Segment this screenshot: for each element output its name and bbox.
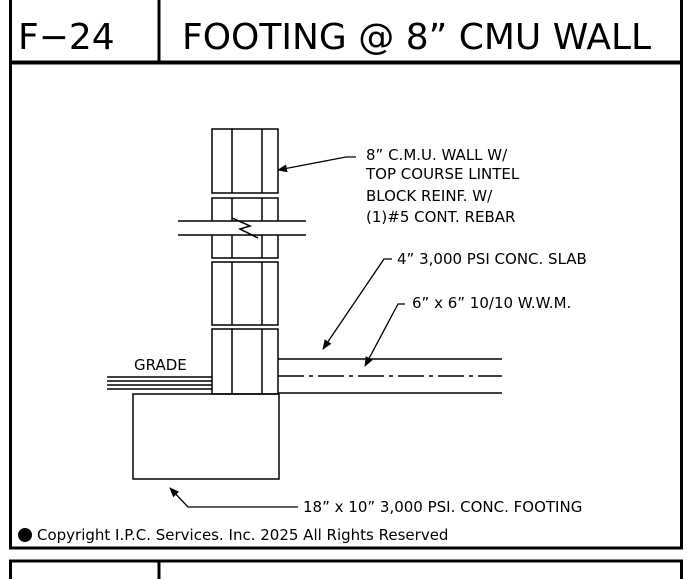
wall-note-line-3: BLOCK REINF. W/ — [366, 187, 493, 205]
concrete-slab — [278, 358, 502, 394]
next-title-block — [9, 559, 683, 579]
slab-leader — [322, 258, 392, 350]
wwm-leader — [364, 303, 405, 367]
copyright-text: Copyright I.P.C. Services. Inc. 2025 All… — [37, 526, 448, 544]
grade-lines — [107, 376, 212, 390]
wall-leader — [277, 156, 356, 173]
detail-number: F−24 — [18, 17, 115, 58]
cmu-wall — [211, 128, 279, 395]
leader-lines — [169, 156, 405, 508]
wall-break-symbol — [178, 217, 306, 239]
footing-note: 18” x 10” 3,000 PSI. CONC. FOOTING — [303, 498, 582, 516]
concrete-footing — [132, 393, 280, 480]
wall-note-line-2: TOP COURSE LINTEL — [365, 165, 520, 183]
slab-note: 4” 3,000 PSI CONC. SLAB — [397, 250, 587, 268]
grade-label: GRADE — [134, 356, 187, 374]
footing-leader — [169, 487, 298, 508]
copyright-dot-icon — [18, 528, 32, 542]
wwm-note: 6” x 6” 10/10 W.W.M. — [412, 294, 571, 312]
detail-frame — [9, 60, 683, 550]
wall-note-line-4: (1)#5 CONT. REBAR — [366, 208, 515, 226]
wall-note-line-1: 8” C.M.U. WALL W/ — [366, 146, 508, 164]
detail-title: FOOTING @ 8” CMU WALL — [182, 17, 651, 58]
